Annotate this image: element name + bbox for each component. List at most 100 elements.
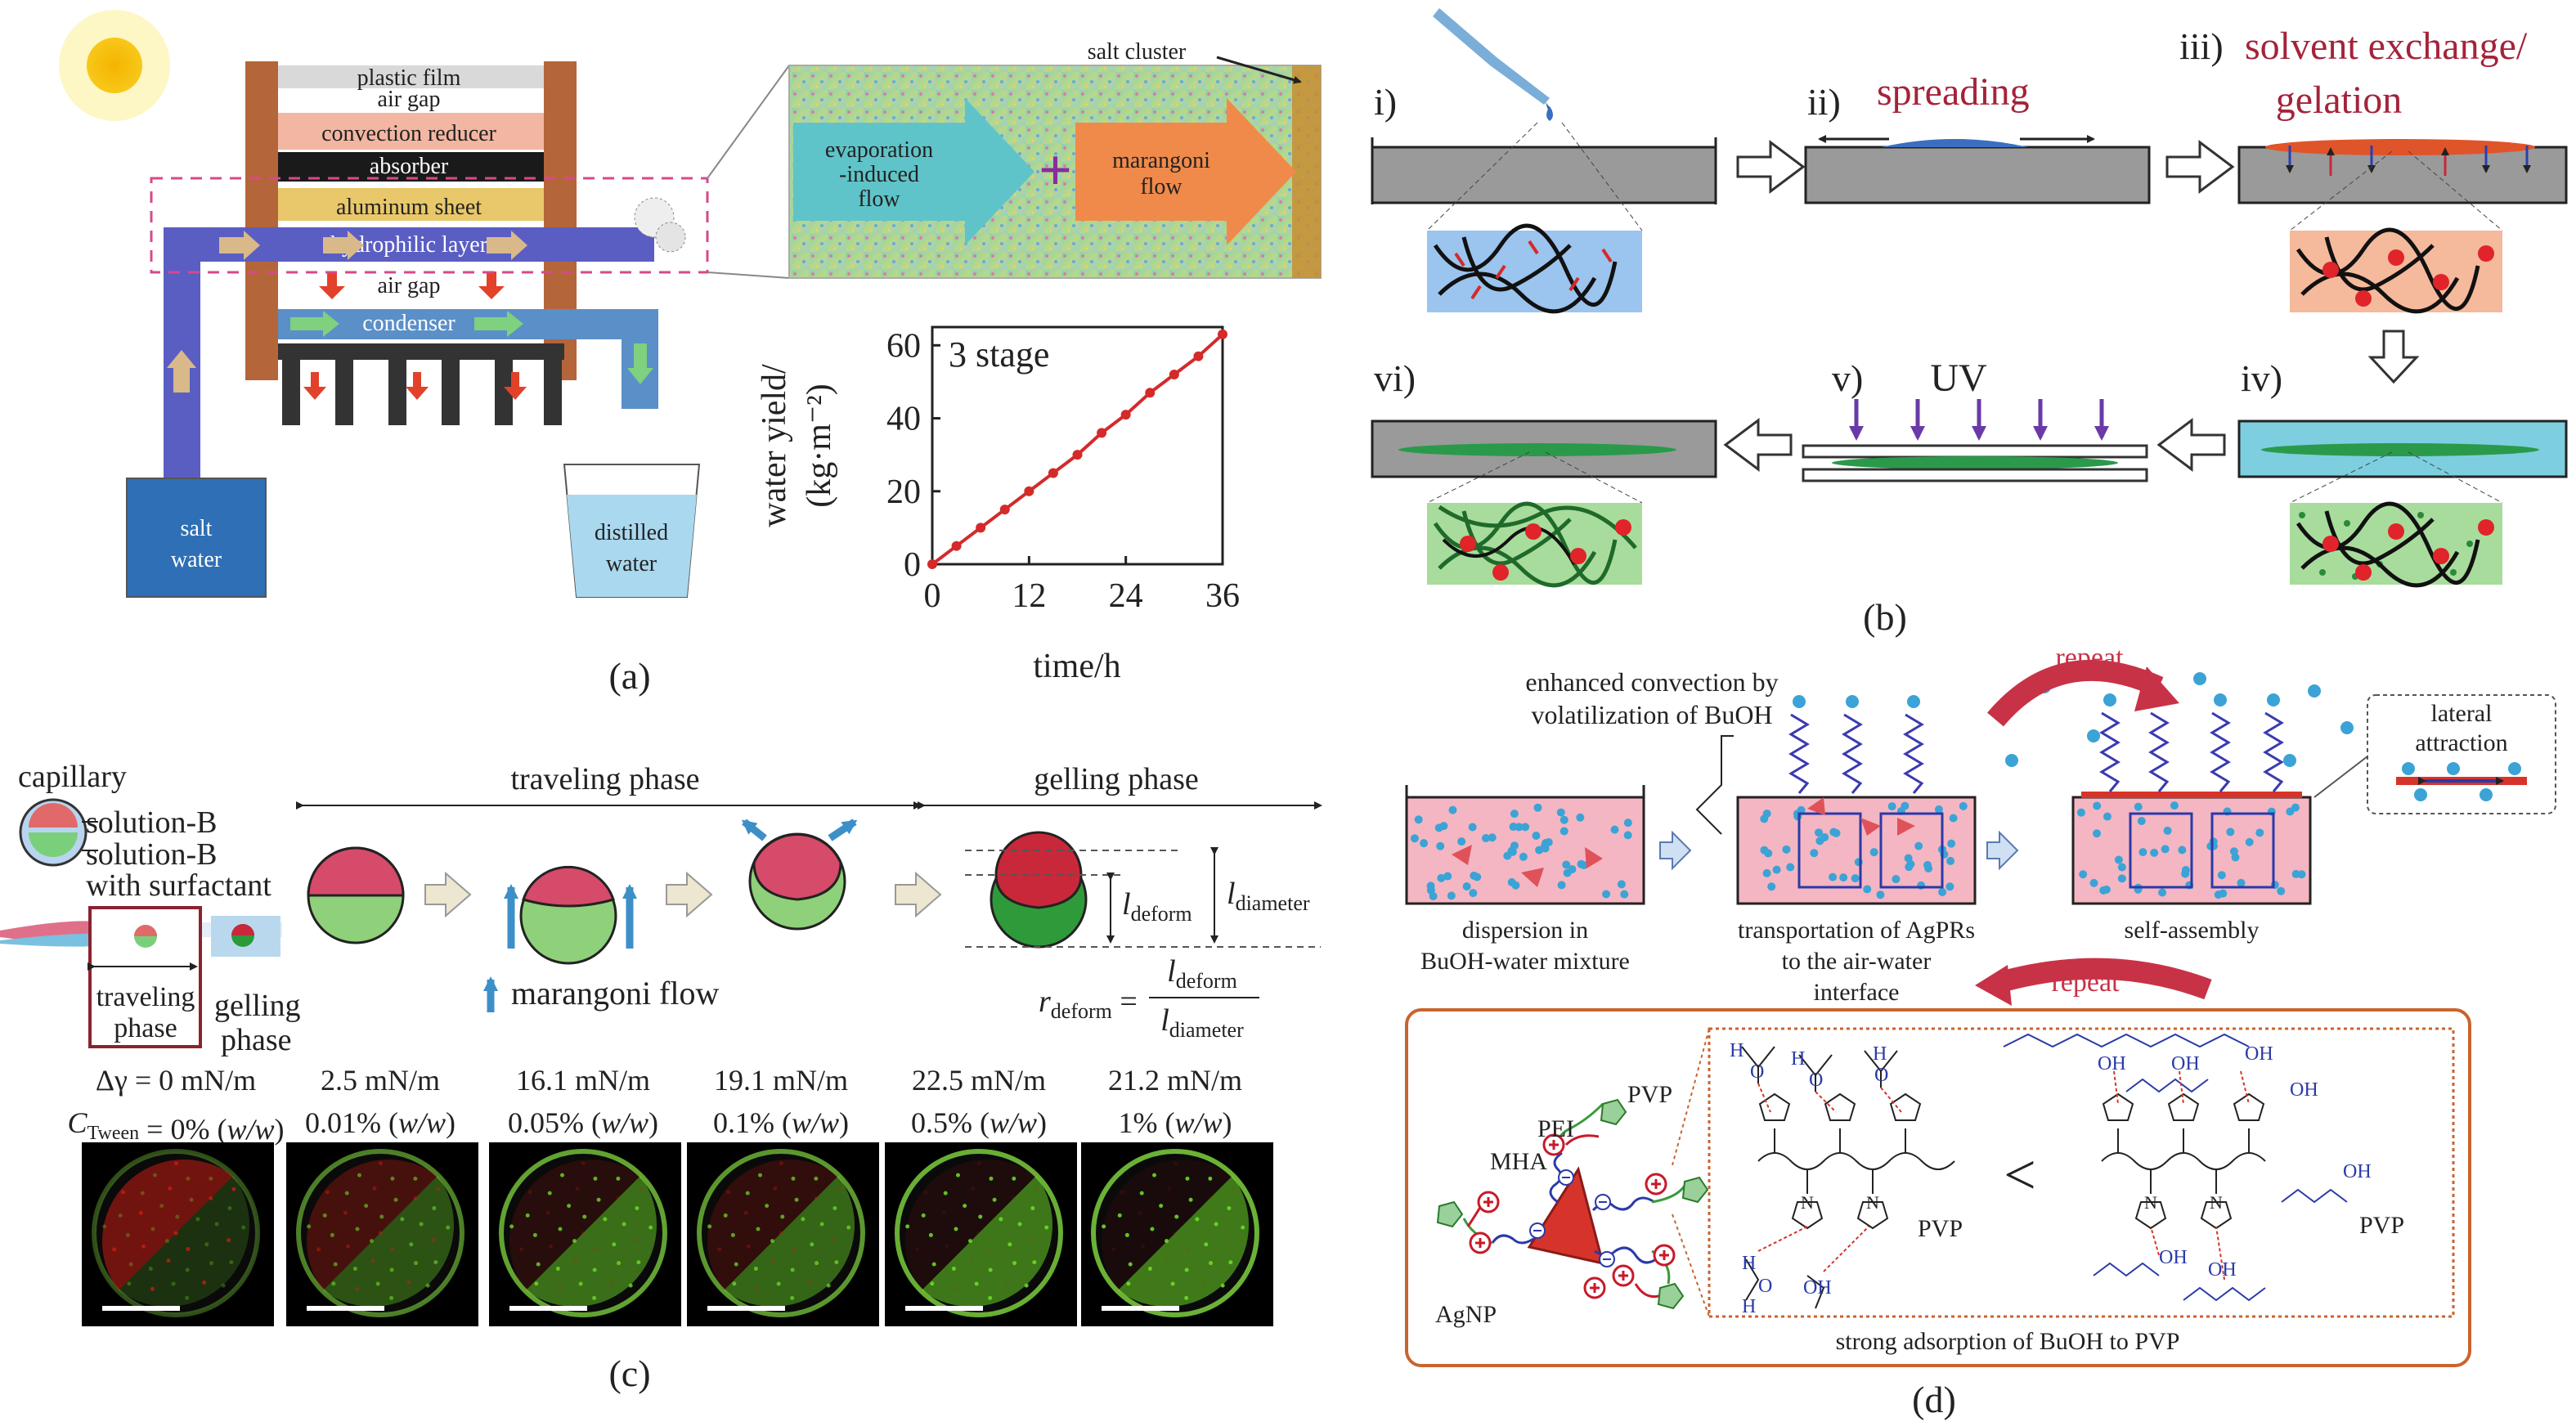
uv-arrows	[1849, 399, 2109, 441]
particle	[1767, 882, 1776, 891]
hydrophilic-pipe	[164, 227, 654, 491]
zoom-b4-left	[2289, 451, 2393, 504]
flow-arrows-condenser	[290, 311, 653, 384]
particle	[1488, 833, 1497, 842]
data-point	[1218, 329, 1227, 339]
network-inset-4	[2290, 501, 2502, 588]
distilled-water-fill	[567, 495, 697, 597]
salt-crystal-icon	[634, 197, 686, 253]
repeat-arrow-top	[1987, 659, 2164, 727]
label-oh-3: OH	[2245, 1043, 2273, 1065]
x-tick-label: 36	[1205, 577, 1240, 615]
particle	[2137, 816, 2146, 825]
delta-gamma-label: 19.1 mN/m	[714, 1064, 848, 1097]
particle	[2193, 672, 2206, 685]
particle	[1448, 805, 1457, 814]
network-inset-1	[1427, 223, 1642, 314]
particle	[2181, 866, 2190, 875]
layer-plastic-film	[278, 65, 544, 88]
enhanced-bracket	[1695, 735, 1734, 835]
delta-gamma-label: 22.5 mN/m	[912, 1064, 1046, 1097]
zoom-b6-right	[1545, 451, 1643, 504]
frac-numerator: ldeform	[1167, 954, 1237, 993]
label-h-3: H	[1873, 1043, 1887, 1065]
label-o-2: O	[1809, 1070, 1823, 1091]
c-tween-label: 0.01% (w/w)	[305, 1106, 456, 1139]
particle	[2308, 684, 2321, 698]
particle	[2087, 729, 2100, 742]
frac-denominator: ldiameter	[1160, 1003, 1244, 1042]
particle	[1469, 889, 1478, 898]
particle	[2076, 808, 2085, 817]
c-tween-label: 0.05% (w/w)	[508, 1106, 658, 1139]
label-distilled: distilled	[595, 520, 668, 545]
panel-label-b: (b)	[1863, 596, 1907, 638]
particle	[2286, 807, 2295, 816]
particle	[1876, 890, 1885, 899]
pvp-buoh-structure	[2003, 1033, 2348, 1302]
label-n-1: N	[1801, 1192, 1814, 1213]
buoh-spring	[2263, 711, 2284, 792]
label-agnp: AgNP	[1435, 1301, 1497, 1328]
particle	[1938, 887, 1947, 896]
particle	[2134, 802, 2143, 811]
label-salt-cluster: salt cluster	[1088, 39, 1187, 65]
particle	[1560, 827, 1568, 836]
particle	[1521, 823, 1530, 832]
capillary-cross-section	[19, 798, 88, 867]
pvp-adsorption-box	[1708, 1027, 2455, 1318]
chart-frame	[931, 325, 1224, 566]
particle	[2163, 826, 2172, 835]
pvp-water-structure	[1741, 1046, 1955, 1309]
particle	[2283, 754, 2296, 767]
delta-gamma-label: 16.1 mN/m	[516, 1064, 650, 1097]
chart-series	[927, 329, 1227, 569]
label-marangoni-flow: marangoni flow	[511, 975, 719, 1012]
data-point	[1120, 410, 1131, 420]
particle	[2161, 845, 2170, 854]
label-mha: MHA	[1490, 1148, 1547, 1175]
buoh-spring	[1903, 713, 1924, 794]
mechanism-frame	[1405, 1008, 2471, 1367]
layer-absorber	[278, 152, 544, 182]
data-point	[951, 541, 962, 551]
label-r-deform: rdeform =	[1039, 985, 1138, 1023]
particle	[1541, 844, 1550, 853]
particle	[2214, 693, 2227, 707]
exchange-arrows	[2286, 146, 2531, 176]
label-transport-2: to the air-water	[1782, 948, 1932, 975]
label-convection-reducer: convection reducer	[321, 121, 496, 146]
micrograph	[1081, 1142, 1273, 1326]
gel-6	[1398, 443, 1676, 456]
particle	[1439, 822, 1448, 831]
label-oh-1: OH	[2098, 1053, 2126, 1074]
particle	[1839, 873, 1848, 882]
particle	[1462, 882, 1471, 891]
buoh-spring	[1842, 713, 1863, 794]
particle	[1947, 839, 1956, 848]
particle	[2150, 848, 2159, 857]
data-point	[1048, 468, 1058, 478]
convection-loop-2	[1879, 812, 1944, 889]
zoom-line-bottom	[707, 271, 790, 279]
particle	[1610, 825, 1619, 834]
buoh-springs-3	[2005, 672, 2354, 792]
particle	[1447, 891, 1456, 900]
micrograph	[687, 1142, 879, 1326]
delta-gamma-label: 2.5 mN/m	[321, 1064, 440, 1097]
particle	[1793, 695, 1806, 708]
chart-ylabel-2: (kg·m⁻²)	[801, 384, 838, 507]
zoom-b3-left	[2289, 150, 2393, 231]
particle	[2093, 801, 2102, 810]
label-marangoni-1: marangoni	[1112, 148, 1210, 173]
chart-title: 3 stage	[949, 334, 1049, 375]
label-o-3: O	[1874, 1065, 1888, 1086]
particle	[1863, 885, 1872, 894]
step-vi: vi)	[1374, 357, 1416, 399]
panel-label-a: (a)	[608, 655, 650, 697]
particle	[1515, 823, 1524, 832]
label-transport-3: interface	[1814, 979, 1900, 1006]
micrograph	[286, 1142, 478, 1326]
particle	[2170, 801, 2179, 810]
